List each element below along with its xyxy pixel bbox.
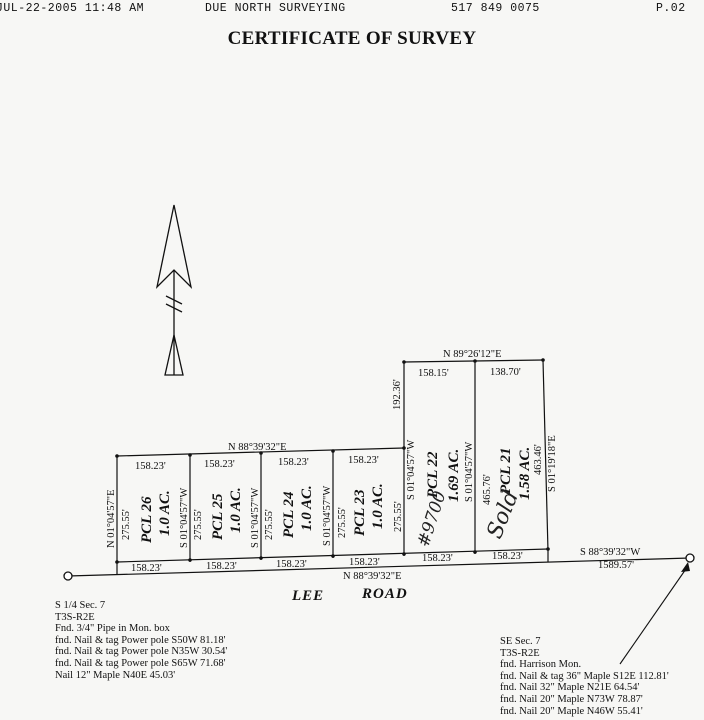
road-name-road: ROAD [361, 586, 408, 602]
note-line: fnd. Nail 20" Maple N73W 78.87' [500, 693, 643, 705]
pcl25-west-bearing: S 01°04'57"W [179, 488, 190, 548]
note-line: fnd. Nail 20" Maple N46W 55.41' [500, 705, 643, 717]
notes-south-quarter: S 1/4 Sec. 7 T3S-R2E Fnd. 3/4" Pipe in M… [55, 600, 227, 681]
pcl21-west-distance: 465.76' [482, 474, 493, 505]
pcl24-acres: 1.0 AC. [299, 485, 315, 531]
road-east-distance: 1589.57' [598, 560, 634, 571]
pcl24-bottom-distance: 158.23' [276, 559, 307, 570]
north-arrow-icon [155, 204, 193, 376]
pcl23-west-bearing: S 01°04'57"W [322, 486, 333, 546]
pcl24-top-distance: 158.23' [278, 457, 309, 468]
pcl26-name: PCL 26 [139, 496, 155, 543]
pcl23-west-distance: 275.55' [337, 507, 348, 538]
pcl21-acres: 1.58 AC. [517, 447, 533, 500]
handwritten-pcl22-number: #9700 [414, 488, 451, 549]
note-line: fnd. Harrison Mon. [500, 659, 582, 671]
pcl26-bottom-distance: 158.23' [131, 563, 162, 574]
note-line: fnd. Nail & tag 36" Maple S12E 112.81' [500, 670, 669, 682]
note-line: fnd. Nail & tag Power pole S65W 71.68' [55, 657, 226, 669]
pcl23-top-distance: 158.23' [348, 455, 379, 466]
pcl21-name: PCL 21 [498, 447, 514, 494]
monument-west-icon [63, 571, 73, 581]
pcl21-east-distance: 463.46' [533, 444, 544, 475]
pcl24-west-distance: 275.55' [264, 509, 275, 540]
road-centerline [67, 557, 691, 577]
bearing-north-line: N 88°39'32"E [228, 442, 287, 453]
fax-company: DUE NORTH SURVEYING [205, 2, 346, 15]
notes-se-corner: SE Sec. 7 T3S-R2E fnd. Harrison Mon. fnd… [500, 636, 669, 717]
pcl26-west-distance: 275.55' [121, 509, 132, 540]
pcl23-name: PCL 23 [352, 489, 368, 536]
bearing-road-south: N 88°39'32"E [343, 571, 402, 582]
document-title: CERTIFICATE OF SURVEY [227, 28, 477, 49]
bearing-north-line-pcl22: N 89°26'12"E [443, 349, 502, 360]
pcl25-top-distance: 158.23' [204, 459, 235, 470]
pcl25-name: PCL 25 [210, 493, 226, 540]
fax-header: JUL-22-2005 11:48 AM DUE NORTH SURVEYING… [0, 0, 704, 18]
note-line: fnd. Nail & tag Power pole S50W 81.18' [55, 634, 226, 646]
pcl24-name: PCL 24 [281, 491, 297, 538]
pcl25-acres: 1.0 AC. [228, 487, 244, 533]
note-line: SE Sec. 7 [500, 636, 541, 647]
note-line: S 1/4 Sec. 7 [55, 600, 106, 611]
pcl22-name: PCL 22 [425, 451, 441, 498]
note-line: Nail 12" Maple N40E 45.03' [55, 669, 176, 681]
road-name-lee: LEE [291, 588, 324, 604]
pcl22-west-bearing: S 01°04'57"W [406, 440, 417, 500]
pcl22-west-distance-lower: 275.55' [393, 501, 404, 532]
note-line: fnd. Nail & tag Power pole N35W 30.54' [55, 646, 228, 658]
note-line: Fnd. 3/4" Pipe in Mon. box [55, 623, 170, 635]
leader-arrowhead-icon [681, 562, 690, 572]
pcl23-acres: 1.0 AC. [370, 483, 386, 529]
pcl21-east-bearing: S 01°19'18"E [547, 435, 558, 492]
se-corner-leader-line [619, 565, 689, 665]
pcl26-acres: 1.0 AC. [157, 490, 173, 536]
note-line: fnd. Nail 32" Maple N21E 64.54' [500, 682, 640, 694]
pcl26-top-distance: 158.23' [135, 461, 166, 472]
corner-markers [115, 358, 550, 564]
note-line: T3S-R2E [55, 611, 95, 623]
pcl21-bottom-distance: 158.23' [492, 551, 523, 562]
pcl22-top-distance: 158.15' [418, 368, 449, 379]
pcl25-bottom-distance: 158.23' [206, 561, 237, 572]
pcl26-west-bearing: N 01°04'57"E [106, 490, 117, 549]
monument-east-icon [685, 553, 695, 563]
pcl24-west-bearing: S 01°04'57"W [250, 488, 261, 548]
fax-page-number: P.02 [656, 2, 686, 15]
pcl23-bottom-distance: 158.23' [349, 557, 380, 568]
fax-date-time: JUL-22-2005 11:48 AM [0, 2, 145, 15]
note-line: T3S-R2E [500, 647, 540, 659]
pcl22-bottom-distance: 158.23' [422, 553, 453, 564]
pcl22-west-distance: 192.36' [392, 379, 403, 410]
fax-phone: 517 849 0075 [451, 2, 540, 15]
pcl21-top-distance: 138.70' [490, 367, 521, 378]
bearing-road-east: S 88°39'32"W [580, 547, 640, 558]
pcl21-west-bearing: S 01°04'57"W [464, 442, 475, 502]
pcl22-acres: 1.69 AC. [446, 449, 462, 502]
pcl25-west-distance: 275.55' [193, 509, 204, 540]
